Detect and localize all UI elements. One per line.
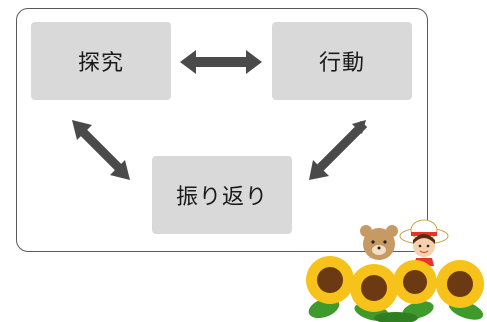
node-inquiry: 探究 xyxy=(31,22,171,100)
sunflower-icon-3 xyxy=(393,260,437,304)
sunflower-icon-4 xyxy=(436,260,484,308)
node-action-label: 行動 xyxy=(318,51,365,76)
sunflowers-bear-girl-illustration xyxy=(306,219,484,322)
girl-icon xyxy=(399,219,449,266)
node-action: 行動 xyxy=(272,22,412,100)
sunflower-icon-2 xyxy=(350,264,398,312)
node-inquiry-label: 探究 xyxy=(77,51,124,76)
bear-icon xyxy=(360,225,398,260)
node-reflection-label: 振り返り xyxy=(175,185,268,210)
sunflower-icon-1 xyxy=(306,256,354,304)
node-reflection: 振り返り xyxy=(152,156,292,234)
